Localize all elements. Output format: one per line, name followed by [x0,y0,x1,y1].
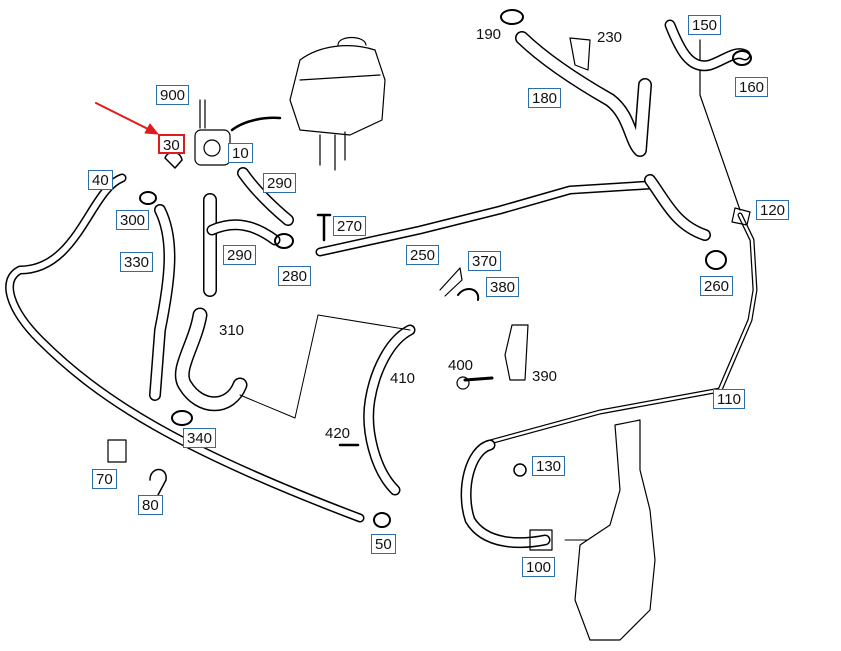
hose-150-120[interactable] [699,39,741,211]
part-label-120[interactable]: 120 [756,200,790,220]
part-label-380[interactable]: 380 [486,277,520,297]
part-label-130[interactable]: 130 [532,456,566,476]
clamp-280[interactable] [274,233,294,249]
pump-10[interactable] [194,99,231,166]
part-label-80[interactable]: 80 [138,495,163,515]
part-label-410[interactable]: 410 [390,370,416,387]
expansion-tank[interactable] [289,36,386,171]
part-label-280[interactable]: 280 [278,266,312,286]
holder-80[interactable] [149,468,167,496]
part-label-40[interactable]: 40 [88,170,113,190]
washer-reservoir[interactable] [574,419,656,641]
part-label-900[interactable]: 900 [156,85,190,105]
bracket-390[interactable] [504,324,529,381]
part-label-260[interactable]: 260 [700,276,734,296]
clip-380[interactable] [457,288,480,301]
part-label-110[interactable]: 110 [713,389,745,409]
part-label-150[interactable]: 150 [688,15,722,35]
clamp-100[interactable] [529,529,553,551]
part-label-250[interactable]: 250 [406,245,440,265]
part-label-180[interactable]: 180 [528,88,562,108]
clamp-260[interactable] [705,250,727,270]
clamp-120[interactable] [731,207,751,226]
part-label-290-center[interactable]: 290 [223,245,257,265]
part-label-390[interactable]: 390 [532,368,558,385]
part-label-190[interactable]: 190 [476,26,502,43]
part-label-270[interactable]: 270 [333,216,367,236]
part-label-340[interactable]: 340 [183,428,217,448]
bolt-400[interactable] [456,376,494,390]
part-label-160[interactable]: 160 [735,77,769,97]
clamp-300[interactable] [139,191,157,205]
part-label-420[interactable]: 420 [325,425,351,442]
part-label-330[interactable]: 330 [120,252,154,272]
clip-230[interactable] [569,37,591,71]
clamp-50[interactable] [373,512,391,528]
part-label-50[interactable]: 50 [371,534,396,554]
part-label-70[interactable]: 70 [92,469,117,489]
part-label-290-upper[interactable]: 290 [263,173,297,193]
part-label-100[interactable]: 100 [522,557,556,577]
part-label-300[interactable]: 300 [116,210,150,230]
part-label-10[interactable]: 10 [228,143,253,163]
holder-70[interactable] [107,439,127,463]
clamp-190[interactable] [500,9,524,25]
bolt-270[interactable] [316,213,332,242]
clamp-160[interactable] [732,50,752,66]
part-label-30[interactable]: 30 [158,134,185,154]
part-label-400[interactable]: 400 [448,357,474,374]
bracket-370[interactable] [439,267,463,297]
part-label-370[interactable]: 370 [468,251,502,271]
highlight-arrow [95,102,159,135]
part-label-310[interactable]: 310 [219,322,245,339]
clamp-340[interactable] [171,410,193,426]
part-label-230[interactable]: 230 [597,29,623,46]
valve-130[interactable] [513,463,527,477]
